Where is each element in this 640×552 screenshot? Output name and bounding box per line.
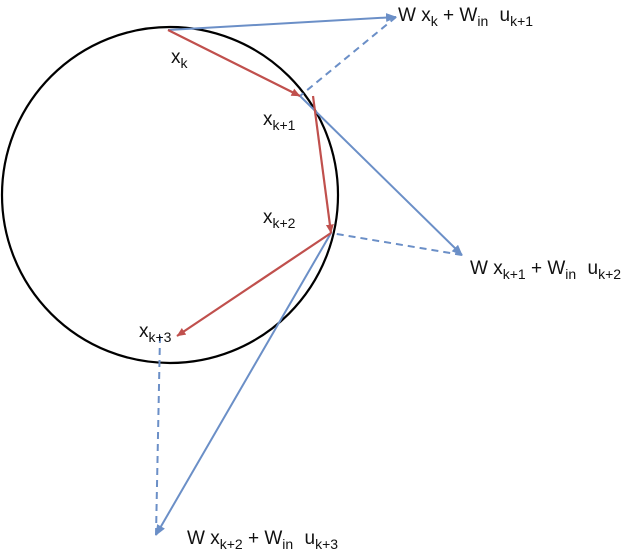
- update-k1-plus: +: [530, 258, 543, 279]
- projection-dash-k2: [155, 335, 161, 536]
- update-k1-x-sub: k+1: [502, 266, 526, 282]
- update-arrow-k2: [155, 232, 332, 536]
- x-k3-sub: k+3: [148, 329, 172, 345]
- state-arrow-k2-to-k3: [176, 232, 332, 337]
- projection-dash-k1: [330, 232, 463, 256]
- update-k-x-sub: k: [430, 13, 438, 29]
- update-k2-win: W: [264, 528, 283, 549]
- label-x-k2: xk+2: [263, 207, 295, 230]
- x-k3-base: x: [139, 321, 149, 342]
- update-k2-plus: +: [247, 528, 260, 549]
- x-k1-sub: k+1: [272, 117, 296, 133]
- label-update-k2: W xk+2 + Win uk+3: [187, 528, 338, 551]
- update-k-w: W: [398, 5, 416, 26]
- update-k1-win-sub: in: [565, 266, 577, 282]
- projection-dash-k: [299, 16, 397, 97]
- update-k1-u: u: [587, 258, 599, 279]
- x-k-base: x: [171, 47, 181, 68]
- state-arrow-k1-to-k2: [311, 95, 334, 234]
- update-k-win-sub: in: [477, 13, 489, 29]
- update-arrow-k: [167, 13, 397, 31]
- update-k1-u-sub: k+2: [598, 266, 622, 282]
- label-x-k1: xk+1: [263, 109, 295, 132]
- update-k-u: u: [499, 5, 511, 26]
- state-arrow-k-to-k1: [167, 29, 301, 97]
- update-k2-w: W: [187, 528, 205, 549]
- update-k-win: W: [459, 5, 478, 26]
- label-x-k: xk: [171, 47, 188, 70]
- update-arrow-k1: [299, 95, 463, 256]
- state-circle: [0, 25, 340, 365]
- update-k1-win: W: [547, 258, 566, 279]
- update-k-x: x: [421, 5, 431, 26]
- update-k-plus: +: [443, 5, 455, 26]
- update-k2-u-sub: k+3: [315, 536, 339, 552]
- label-update-k: W xk + Win uk+1: [398, 5, 533, 28]
- x-k1-base: x: [263, 109, 273, 130]
- label-update-k1: W xk+1 + Win uk+2: [470, 258, 621, 281]
- update-k1-x: x: [493, 258, 503, 279]
- update-k2-x-sub: k+2: [219, 536, 243, 552]
- update-k1-w: W: [470, 258, 488, 279]
- x-k2-sub: k+2: [272, 215, 296, 231]
- x-k-sub: k: [180, 55, 188, 71]
- label-x-k3: xk+3: [139, 321, 171, 344]
- update-k-u-sub: k+1: [510, 13, 534, 29]
- x-k2-base: x: [263, 207, 273, 228]
- update-k2-u: u: [304, 528, 316, 549]
- update-k2-win-sub: in: [282, 536, 294, 552]
- update-k2-x: x: [210, 528, 220, 549]
